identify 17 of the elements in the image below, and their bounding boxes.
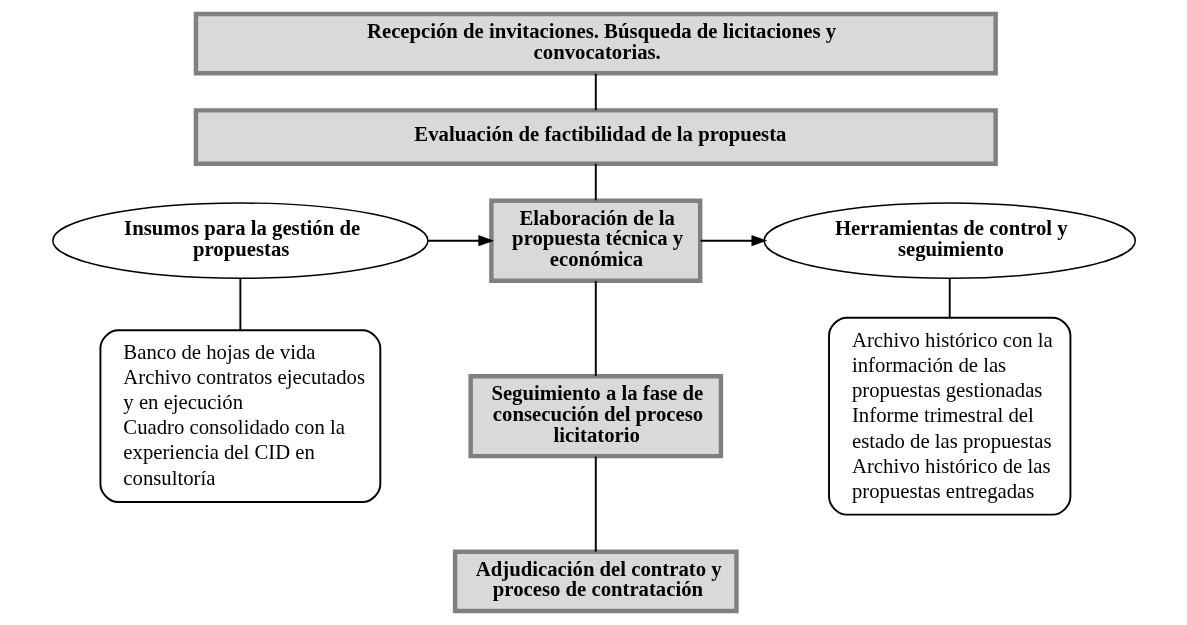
arrow [699, 235, 767, 247]
connector [238, 277, 241, 331]
node-box: Elaboración de la propuesta técnica y económica [488, 198, 702, 283]
node-ellipse: Insumos para la gestión de propuestas [51, 202, 429, 280]
node-box: Seguimiento a la fase de consecución del proceso licitatorio [467, 373, 723, 459]
node-box: Archivo histórico con la información de las propuestas gestionadas Informe trimestral del estado de las propuestas Archivo histórico de las propuestas entregadas [827, 316, 1071, 516]
node-box: Banco de hojas de vida Archivo contratos ejecutados y en ejecución Cuadro consolidado con la experiencia del CID en consultoría [98, 329, 381, 504]
node-box: Evaluación de factibilidad de la propuesta [193, 108, 998, 166]
connector [948, 277, 951, 318]
connector [594, 279, 597, 378]
node-box: Recepción de invitaciones. Búsqueda de licitaciones y convocatorias. [193, 11, 998, 76]
connector [594, 455, 597, 553]
node-box: Adjudicación del contrato y proceso de contratación [452, 549, 739, 614]
arrow [426, 235, 494, 247]
node-ellipse: Herramientas de control y seguimiento [762, 202, 1136, 280]
connector [594, 162, 597, 202]
connector [594, 72, 597, 112]
